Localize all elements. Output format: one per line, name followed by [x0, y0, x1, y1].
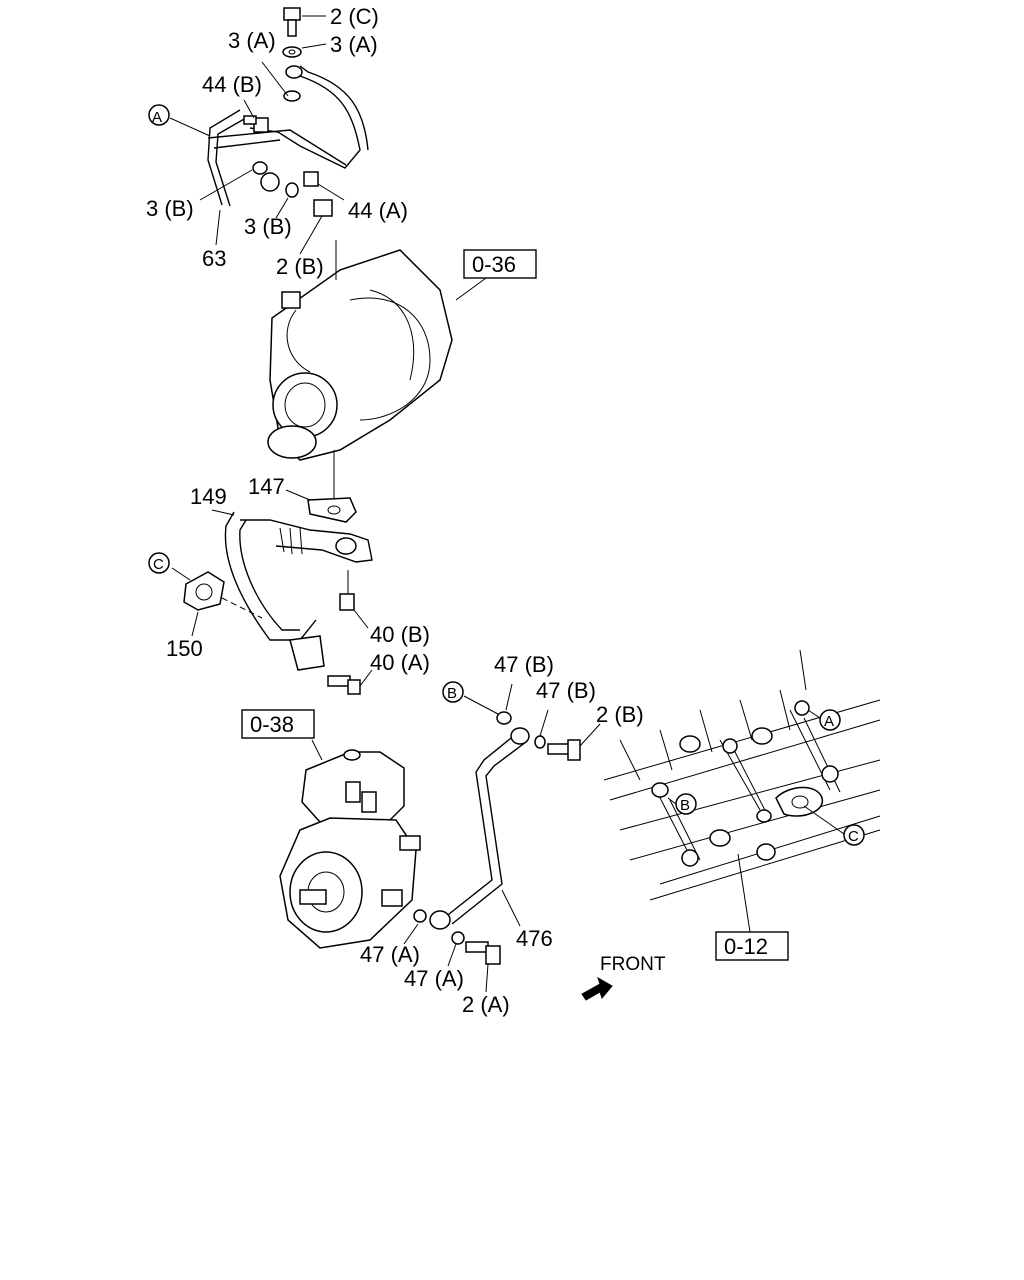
bolt-44b [243, 99, 269, 133]
gasket-150 [171, 567, 263, 637]
washer-47a [403, 909, 465, 967]
bolt-40a [327, 669, 373, 695]
turbocharger [267, 240, 487, 500]
label-2b-right: 2 (B) [596, 702, 644, 727]
label-147: 147 [248, 474, 285, 499]
label-block-a: A [824, 713, 834, 730]
bolt-40b [339, 570, 369, 629]
label-476: 476 [516, 926, 553, 951]
bolt-2a [465, 941, 501, 993]
washer-3a-top [282, 43, 327, 58]
air-compressor [279, 749, 421, 949]
label-block-c: C [848, 828, 859, 845]
label-callout-a: A [152, 109, 162, 126]
bolt-2b-right [547, 723, 601, 761]
label-47a-mid: 47 (A) [404, 966, 464, 991]
oil-return-pipe-63 [207, 109, 347, 246]
label-0-36: 0-36 [472, 252, 516, 277]
label-2c: 2 (C) [330, 4, 379, 29]
label-47b-top: 47 (B) [494, 652, 554, 677]
block-b-circle [675, 793, 697, 815]
label-3a-right: 3 (A) [330, 32, 378, 57]
label-44b: 44 (B) [202, 72, 262, 97]
label-149: 149 [190, 484, 227, 509]
label-40a: 40 (A) [370, 650, 430, 675]
front-arrow-icon [581, 976, 613, 1001]
label-callout-b: B [447, 685, 457, 702]
callout-b-circle [442, 681, 464, 703]
bolt-44a [303, 171, 345, 201]
washer-47b-mid [534, 709, 549, 749]
callout-a-circle [148, 104, 211, 137]
ref-box-0-38 [241, 709, 323, 761]
label-2a: 2 (A) [462, 992, 510, 1017]
top-bolt-2c [283, 7, 326, 37]
label-0-12: 0-12 [724, 934, 768, 959]
eye-bolt-3b [199, 161, 299, 219]
label-47a-left: 47 (A) [360, 942, 420, 967]
gasket-147 [285, 489, 357, 523]
pipe-476 [429, 727, 530, 930]
label-front: FRONT [600, 954, 666, 975]
label-150: 150 [166, 636, 203, 661]
block-c-circle [843, 824, 865, 846]
label-3b-mid: 3 (B) [244, 214, 292, 239]
washer-47b-top [496, 683, 513, 725]
label-40b: 40 (B) [370, 622, 430, 647]
ref-box-0-36 [463, 249, 537, 279]
label-callout-c: C [153, 556, 164, 573]
block-a-circle [819, 709, 841, 731]
label-63: 63 [202, 246, 226, 271]
drain-pipe-149 [211, 509, 373, 671]
label-3b-left: 3 (B) [146, 196, 194, 221]
label-47b-mid: 47 (B) [536, 678, 596, 703]
bolt-2b-top [299, 199, 333, 255]
callout-b-line [463, 695, 499, 715]
callout-c-circle [148, 552, 170, 574]
label-block-b: B [680, 797, 690, 814]
ref-box-0-12 [715, 931, 789, 961]
engine-block [603, 649, 881, 933]
label-3a-left: 3 (A) [228, 28, 276, 53]
label-2b-top: 2 (B) [276, 254, 324, 279]
label-44a: 44 (A) [348, 198, 408, 223]
oil-feed-pipe [249, 61, 369, 169]
label-0-38: 0-38 [250, 712, 294, 737]
